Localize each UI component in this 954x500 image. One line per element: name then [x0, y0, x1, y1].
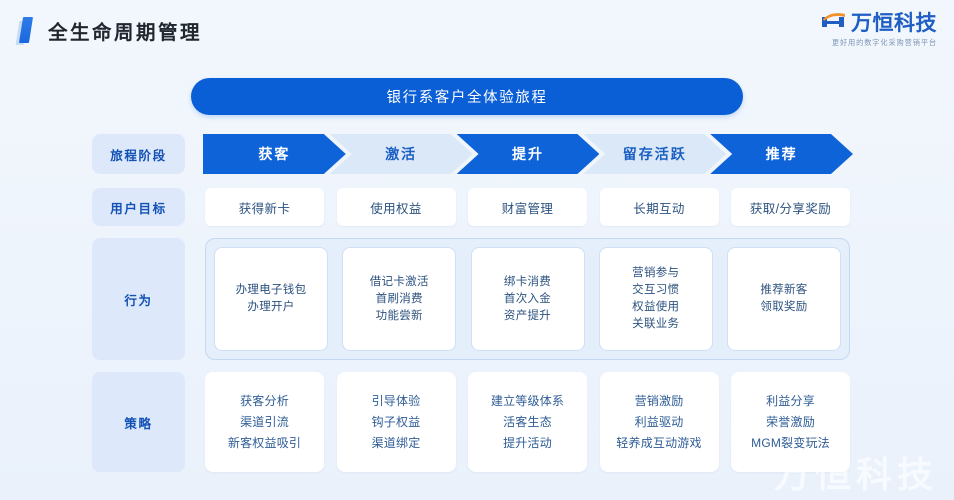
behavior-card-line: 推荐新客: [760, 284, 808, 296]
logo-name: 万恒科技: [851, 11, 937, 35]
strategy-card-line: 活客生态: [503, 414, 552, 429]
strategy-card-5[interactable]: 利益分享荣誉激励 MGM裂变玩法: [731, 372, 850, 472]
behavior-card-5[interactable]: 推荐新客领取奖励: [727, 247, 841, 351]
goal-row: 用户目标 获得新卡 使用权益 财富管理 长期互动 获取/分享奖励: [0, 188, 954, 226]
goal-chip-2[interactable]: 使用权益: [336, 188, 456, 226]
logo-row: 万恒科技: [820, 8, 937, 35]
behavior-cells: 办理电子钱包办理开户借记卡激活首刷消费功能尝新绑卡消费首次入金资产提升营销参与交…: [214, 247, 841, 351]
strategy-card-line: 渠道绑定: [371, 435, 421, 450]
goal-chip-label: 财富管理: [501, 201, 554, 216]
strategy-card-4[interactable]: 营销激励利益驱动轻养成互动游戏: [599, 372, 719, 472]
goal-row-label: 用户目标: [92, 188, 185, 226]
strategy-card-line: 渠道引流: [240, 414, 289, 429]
goal-chip-5[interactable]: 获取/分享奖励: [731, 188, 850, 226]
goal-chip-label: 使用权益: [370, 201, 422, 216]
behavior-card-line: 功能尝新: [375, 309, 423, 322]
behavior-card-line: 办理电子钱包: [235, 284, 307, 296]
goal-chip-label: 长期互动: [633, 201, 685, 216]
behavior-card-4[interactable]: 营销参与交互习惯权益使用关联业务: [598, 247, 713, 351]
strategy-cells: 获客分析渠道引流新客权益吸引引导体验钩子权益渠道绑定建立等级体系活客生态提升活动…: [205, 372, 850, 472]
strategy-card-line: 钩子权益: [371, 414, 421, 429]
strategy-card-line: 轻养成互动游戏: [616, 435, 702, 450]
logo-tagline: 更好用的数字化采购营销平台: [831, 38, 937, 47]
journey-banner: 银行系客户全体验旅程: [191, 78, 743, 115]
strategy-row-label: 策略: [92, 372, 185, 472]
stage-arrow-label: 留存活跃: [622, 146, 687, 162]
behavior-row: 行为 办理电子钱包办理开户借记卡激活首刷消费功能尝新绑卡消费首次入金资产提升营销…: [0, 238, 954, 360]
strategy-row: 策略 获客分析渠道引流新客权益吸引引导体验钩子权益渠道绑定建立等级体系活客生态提…: [0, 372, 954, 472]
brand-logo: 万恒科技 更好用的数字化采购营销平台: [787, 8, 937, 54]
strategy-card-line: 营销激励: [634, 393, 684, 408]
strategy-card-line: 引导体验: [371, 393, 421, 408]
stage-row: 旅程阶段 获客 激活 提升 留存活跃 推荐: [0, 134, 954, 174]
stage-arrow-label: 提升: [511, 146, 544, 162]
stage-row-label: 旅程阶段: [92, 134, 185, 174]
strategy-card-line: 利益分享: [766, 393, 815, 408]
strategy-card-line: 获客分析: [240, 393, 289, 408]
goal-chip-4[interactable]: 长期互动: [599, 188, 719, 226]
stage-arrow-1[interactable]: 获客: [203, 134, 346, 174]
behavior-card-1[interactable]: 办理电子钱包办理开户: [214, 247, 328, 351]
page-header: 全生命周期管理 万恒科技 更好用的数字化采购营销平台: [0, 0, 954, 60]
behavior-card-line: 首刷消费: [375, 292, 423, 305]
goal-chip-label: 获取/分享奖励: [749, 201, 832, 216]
behavior-card-line: 领取奖励: [760, 301, 808, 313]
strategy-card-line: 新客权益吸引: [227, 435, 302, 450]
goal-chip-label: 获得新卡: [238, 201, 291, 216]
strategy-card-line: MGM裂变玩法: [751, 435, 830, 450]
wanheng-h-logo-icon: [822, 12, 845, 27]
goal-chip-3[interactable]: 财富管理: [468, 188, 587, 226]
behavior-row-label: 行为: [92, 238, 185, 360]
stage-arrow-5[interactable]: 推荐: [710, 134, 853, 174]
strategy-card-line: 提升活动: [503, 435, 552, 450]
stage-arrow-label: 获客: [258, 146, 291, 162]
behavior-card-line: 绑卡消费: [503, 275, 552, 288]
goal-cells: 获得新卡 使用权益 财富管理 长期互动 获取/分享奖励: [205, 188, 850, 226]
behavior-card-line: 交互习惯: [632, 284, 680, 296]
page-title: 全生命周期管理: [48, 21, 203, 44]
strategy-card-2[interactable]: 引导体验钩子权益渠道绑定: [336, 372, 456, 472]
stage-arrow-2[interactable]: 激活: [330, 134, 473, 174]
behavior-card-line: 营销参与: [632, 267, 680, 279]
behavior-card-3[interactable]: 绑卡消费首次入金资产提升: [470, 247, 585, 351]
stage-arrow-label: 推荐: [765, 146, 798, 162]
behavior-card-line: 借记卡激活: [369, 275, 429, 288]
behavior-card-line: 关联业务: [632, 318, 680, 330]
goal-chip-1[interactable]: 获得新卡: [205, 188, 324, 226]
stage-arrow-3[interactable]: 提升: [457, 134, 600, 174]
strategy-card-1[interactable]: 获客分析渠道引流新客权益吸引: [205, 372, 324, 472]
journey-banner-text: 银行系客户全体验旅程: [386, 90, 548, 106]
behavior-card-line: 权益使用: [632, 301, 680, 313]
stage-arrow-4[interactable]: 留存活跃: [583, 134, 726, 174]
behavior-card-line: 资产提升: [503, 309, 552, 322]
stage-arrow-label: 激活: [385, 146, 418, 162]
strategy-card-3[interactable]: 建立等级体系活客生态提升活动: [468, 372, 587, 472]
behavior-card-line: 首次入金: [503, 292, 552, 305]
strategy-card-line: 利益驱动: [634, 414, 684, 429]
behavior-card-2[interactable]: 借记卡激活首刷消费功能尝新: [342, 247, 457, 351]
behavior-card-line: 办理开户: [247, 301, 295, 313]
accent-bar-icon: [18, 17, 34, 43]
stage-cells: 获客 激活 提升 留存活跃 推荐: [203, 134, 853, 174]
strategy-card-line: 建立等级体系: [490, 393, 565, 408]
strategy-card-line: 荣誉激励: [766, 414, 815, 429]
